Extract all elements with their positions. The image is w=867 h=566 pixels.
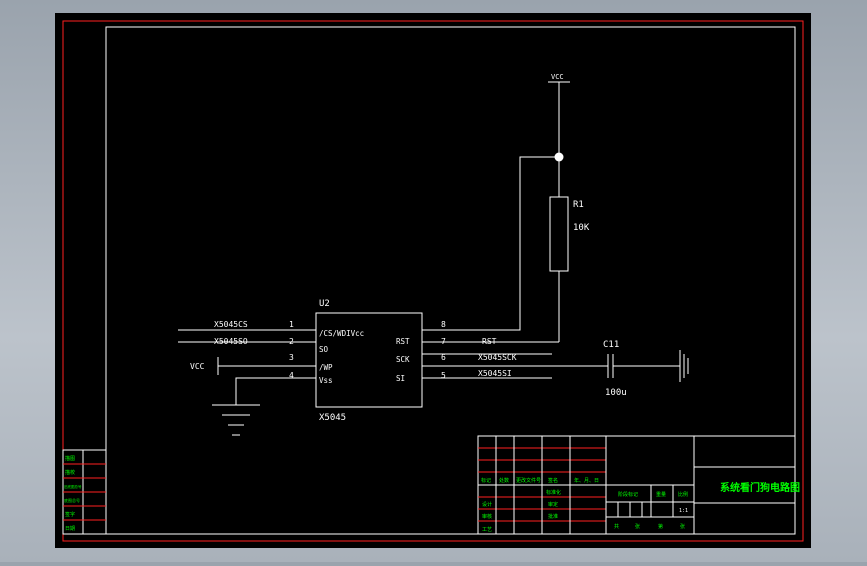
left-col-2: 审核: [482, 513, 492, 520]
net-x5045sck: X5045SCK: [478, 353, 517, 362]
row-label-4: 签名: [548, 477, 558, 484]
net-x5045si: X5045SI: [478, 369, 512, 378]
pin4-num: 4: [289, 371, 294, 380]
weight-label: 重量: [656, 491, 666, 498]
pin5-num: 5: [441, 371, 446, 380]
sheet-unit-2: 张: [680, 523, 685, 530]
pin8-num: 8: [441, 320, 446, 329]
vcc-top-label: VCC: [551, 73, 564, 81]
mid-col-1: 标准化: [546, 489, 561, 496]
left-col-3: 工艺: [482, 527, 492, 533]
mid-col-3: 批准: [548, 513, 558, 520]
drawing-title: 系统看门狗电路图: [720, 481, 800, 494]
pin7-num: 7: [441, 337, 446, 346]
pin6-num: 6: [441, 353, 446, 362]
outer-frame: [62, 20, 804, 542]
pin4-wire: [235, 377, 316, 405]
cap-value: 100u: [605, 388, 627, 398]
pin2-name: SO: [319, 345, 329, 354]
inner-frame: [105, 26, 796, 535]
pin2-num: 2: [289, 337, 294, 346]
pin5-name: SI: [396, 374, 405, 383]
pin1-name: /CS/WDIVcc: [319, 329, 364, 338]
side-label-3: 旧底图总号: [64, 484, 82, 489]
row-label-5: 年、月、日: [574, 477, 599, 484]
pin8-wire: [422, 156, 559, 331]
pin3-name: /WP: [319, 363, 333, 372]
side-label-2: 描校: [65, 469, 75, 476]
chip-ref: U2: [319, 299, 330, 309]
row-label-1: 标记: [481, 477, 491, 484]
drawing-background: [55, 13, 811, 548]
chip-u2: [315, 312, 423, 408]
scale-label: 比例: [678, 491, 688, 498]
side-table: [62, 449, 107, 535]
mid-col-2: 审定: [548, 501, 558, 508]
resistor-value: 10K: [573, 223, 590, 233]
resistor-ref: R1: [573, 200, 584, 210]
sheet-num-label: 第: [658, 523, 663, 530]
pin7-name: RST: [396, 337, 410, 346]
cap-ref: C11: [603, 340, 619, 350]
sheet-unit-1: 张: [635, 523, 640, 530]
net-rst: RST: [482, 337, 497, 346]
pin4-name: Vss: [319, 376, 333, 385]
net-x5045so: X5045SO: [214, 337, 248, 346]
net-vcc-left: VCC: [190, 362, 205, 371]
sheet-total-label: 共: [614, 523, 619, 530]
side-label-5: 签字: [65, 511, 75, 518]
side-label-1: 描图: [65, 455, 75, 462]
pin3-num: 3: [289, 353, 294, 362]
pin6-name: SCK: [396, 355, 410, 364]
left-col-1: 设计: [482, 501, 492, 508]
pin1-num: 1: [289, 320, 294, 329]
stage-label: 阶段标记: [618, 491, 638, 498]
row-label-2: 处数: [499, 477, 509, 484]
side-label-4: 底图总号: [64, 497, 80, 503]
chip-part: X5045: [319, 413, 346, 423]
title-block: [477, 435, 796, 535]
scale-value: 1:1: [679, 508, 688, 514]
net-x5045cs: X5045CS: [214, 320, 248, 329]
side-label-6: 日期: [65, 526, 75, 532]
row-label-3: 更改文件号: [516, 477, 541, 484]
